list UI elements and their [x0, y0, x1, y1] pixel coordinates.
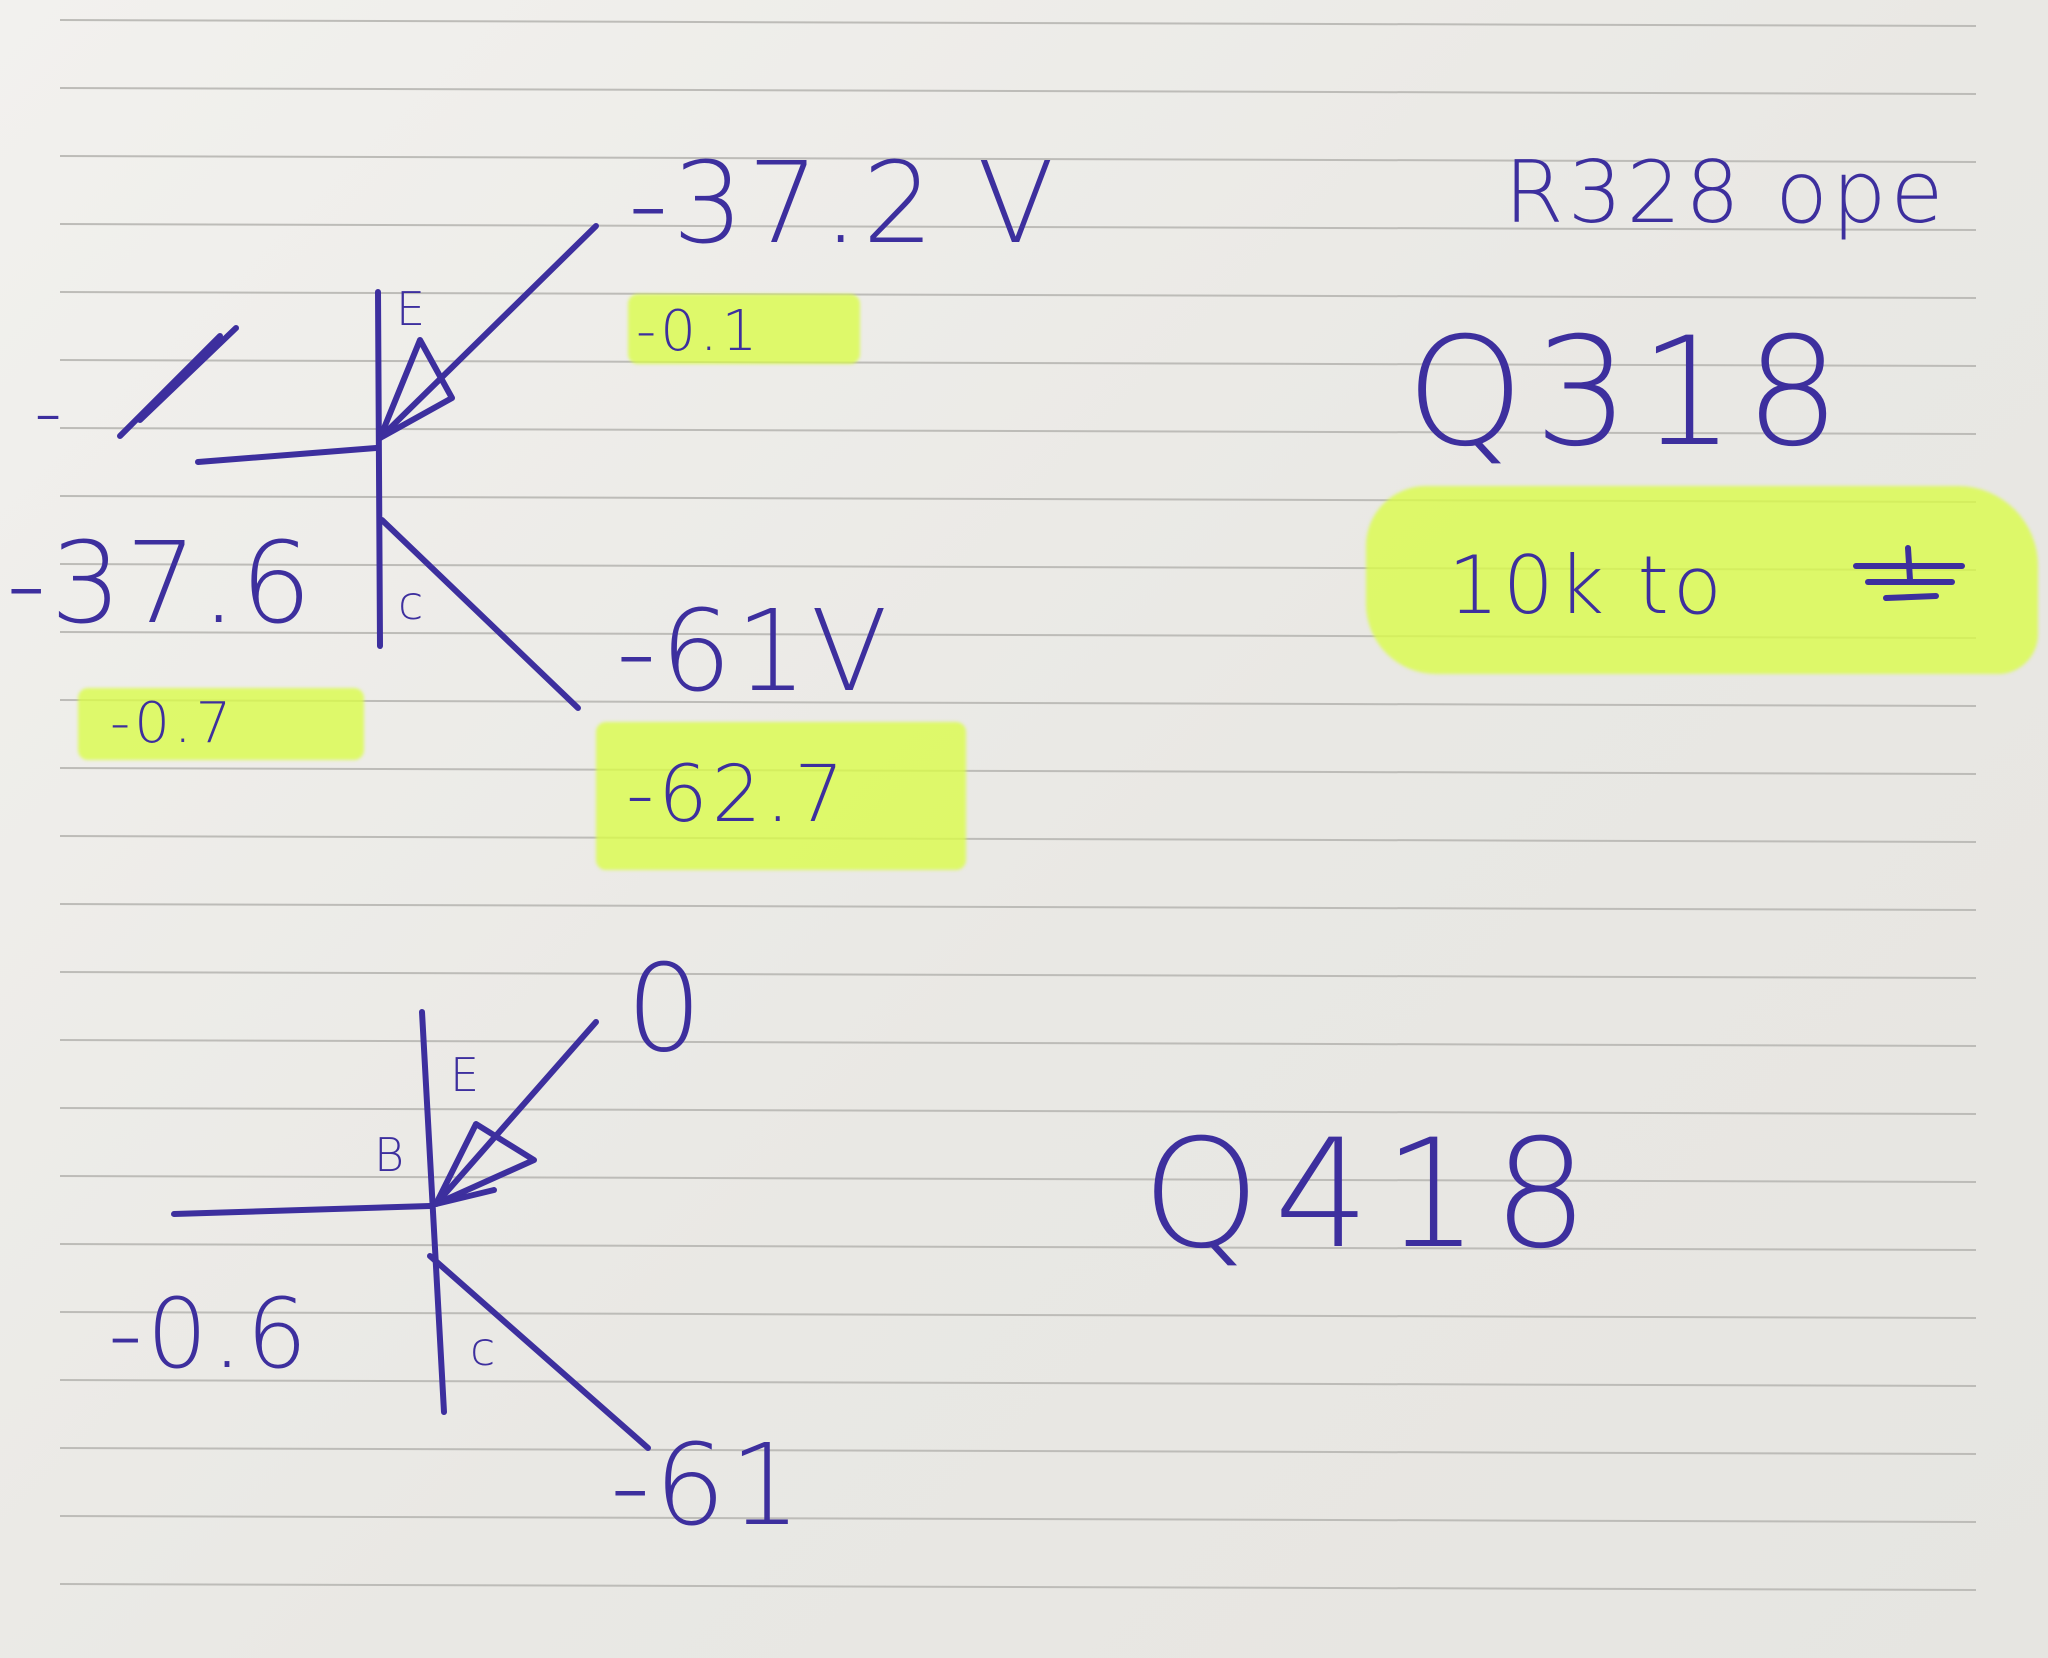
lower-part-number: Q418 — [1142, 1108, 1603, 1282]
upper-base-voltage: -37.6 — [6, 519, 316, 649]
highlight-emitter-reading — [628, 294, 860, 364]
rule-line — [59, 835, 1977, 843]
upper-collector-lead — [379, 517, 581, 711]
upper-emitter-arrow — [377, 337, 455, 441]
upper-emitter-letter: E — [396, 282, 430, 336]
highlight-collector-reading — [596, 722, 966, 870]
rule-line — [59, 767, 1977, 775]
highlight-base-reading — [78, 688, 364, 760]
rule-line — [59, 1243, 1977, 1251]
rule-line — [59, 1379, 1977, 1387]
upper-emitter-reading: -0.1 — [636, 299, 762, 364]
rule-line — [59, 87, 1977, 95]
upper-part-number: Q318 — [1406, 306, 1851, 480]
ground-note: 10k to — [1448, 539, 1726, 632]
upper-base-reading: -0.7 — [110, 691, 236, 756]
lower-emitter-arrow — [433, 1121, 537, 1207]
rule-line — [59, 223, 1977, 231]
rule-line — [59, 1107, 1977, 1115]
resistor-note: R328 ope — [1504, 143, 1948, 243]
upper-emitter-lead — [377, 223, 599, 441]
rule-line — [59, 699, 1977, 707]
lower-base-lead — [171, 1203, 433, 1217]
upper-collector-letter: c — [398, 576, 428, 630]
rule-line — [59, 1039, 1977, 1047]
lower-emitter-letter: E — [450, 1048, 484, 1102]
upper-collector-voltage: -61V — [616, 587, 892, 717]
rule-line — [59, 1311, 1977, 1319]
lower-collector-letter: c — [470, 1322, 500, 1376]
rule-line — [59, 1515, 1977, 1523]
lower-base-voltage: -0.6 — [108, 1278, 312, 1390]
rule-line — [59, 1583, 1977, 1591]
upper-base-strike-2 — [137, 325, 239, 423]
rule-line — [59, 19, 1977, 27]
lower-collector-lead — [427, 1253, 651, 1451]
lower-base-bar — [419, 1009, 447, 1415]
upper-emitter-voltage: -37.2 V — [628, 139, 1059, 269]
lower-collector-voltage: -61 — [610, 1421, 805, 1551]
lower-emitter-tail — [433, 1187, 497, 1207]
ground-symbol — [1853, 545, 1965, 601]
upper-transistor-symbol — [117, 223, 599, 711]
rule-line — [59, 903, 1977, 911]
rule-line — [59, 1175, 1977, 1183]
upper-base-label: - — [34, 368, 67, 458]
upper-base-strike — [117, 333, 223, 439]
rule-line — [59, 1447, 1977, 1455]
lower-transistor-symbol — [171, 1009, 651, 1451]
lower-base-letter: B — [374, 1128, 409, 1182]
rule-line — [59, 971, 1977, 979]
upper-base-lead — [195, 445, 379, 465]
upper-collector-reading: -62.7 — [626, 750, 848, 840]
rule-line — [59, 155, 1977, 163]
lower-emitter-voltage: 0 — [626, 940, 707, 1079]
lower-emitter-lead — [433, 1019, 599, 1207]
upper-base-bar — [375, 289, 383, 649]
